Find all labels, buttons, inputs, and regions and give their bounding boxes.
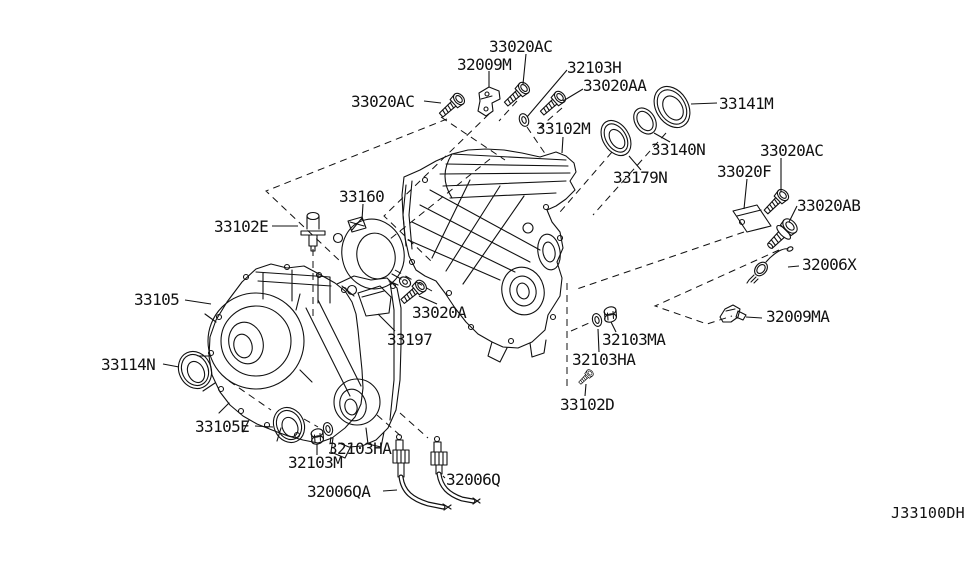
part-33197-plate-art bbox=[357, 285, 392, 317]
part-label-32006x[interactable]: 32006X bbox=[802, 255, 858, 274]
part-label-33197[interactable]: 33197 bbox=[387, 330, 433, 349]
part-label-33102d[interactable]: 33102D bbox=[560, 395, 615, 414]
label-leader-lines bbox=[162, 53, 800, 492]
part-33140n-ring-art bbox=[633, 107, 657, 135]
bolt-33020aa bbox=[537, 88, 569, 119]
part-label-32009m[interactable]: 32009M bbox=[457, 55, 512, 74]
part-label-33102m[interactable]: 33102M bbox=[536, 119, 591, 138]
part-label-33179n[interactable]: 33179N bbox=[613, 168, 668, 187]
part-33160-cover-art bbox=[332, 216, 412, 297]
part-label-33020f[interactable]: 33020F bbox=[717, 162, 772, 181]
rear-case-33102m-art bbox=[401, 148, 577, 363]
part-label-32103ha-bottom[interactable]: 32103HA bbox=[328, 439, 393, 458]
part-label-33105[interactable]: 33105 bbox=[134, 290, 180, 309]
diagram-code: J33100DH bbox=[891, 504, 965, 522]
part-33105e-seal-art bbox=[272, 406, 306, 444]
part-label-33140n[interactable]: 33140N bbox=[651, 140, 706, 159]
stud-33102d bbox=[576, 368, 595, 387]
part-32009m-bracket-art bbox=[477, 86, 501, 117]
bolt-33020ac-left bbox=[436, 90, 468, 121]
bolt-33020ac-top bbox=[501, 79, 533, 110]
part-label-32103h[interactable]: 32103H bbox=[567, 58, 622, 77]
part-32103ha-ring-right-art bbox=[591, 313, 603, 327]
alignment-dashed-lines bbox=[228, 100, 780, 439]
part-label-32006qa[interactable]: 32006QA bbox=[307, 482, 372, 501]
part-32103ha-ring-bottom-art bbox=[322, 422, 334, 436]
part-label-32006q[interactable]: 32006Q bbox=[446, 470, 501, 489]
part-label-33105e[interactable]: 33105E bbox=[195, 417, 250, 436]
part-label-33114n[interactable]: 33114N bbox=[101, 355, 156, 374]
part-label-33020aa[interactable]: 33020AA bbox=[583, 76, 648, 95]
part-label-33160[interactable]: 33160 bbox=[339, 187, 385, 206]
part-label-32103ha-right[interactable]: 32103HA bbox=[572, 350, 637, 369]
part-33179n-seal-art bbox=[600, 119, 632, 157]
part-32009ma-clip-art bbox=[719, 304, 747, 323]
part-label-32103ma[interactable]: 32103MA bbox=[602, 330, 667, 349]
part-33114n-seal-art bbox=[177, 350, 213, 390]
part-32006q-cable-art bbox=[430, 435, 481, 505]
part-label-33020ac-left[interactable]: 33020AC bbox=[351, 92, 415, 111]
part-32103h-washer-art bbox=[518, 113, 530, 127]
part-label-33020ab[interactable]: 33020AB bbox=[797, 196, 861, 215]
part-label-33020ac-top[interactable]: 33020AC bbox=[489, 37, 553, 56]
part-32006qa-cable-art bbox=[392, 433, 452, 511]
bolt-33020ac-right bbox=[760, 186, 792, 218]
part-label-32009ma[interactable]: 32009MA bbox=[766, 307, 831, 326]
part-32103m-nut-art bbox=[310, 428, 325, 445]
part-label-33141m[interactable]: 33141M bbox=[719, 94, 774, 113]
part-33141m-boot-art bbox=[653, 85, 691, 129]
part-32006x-switch-art bbox=[746, 246, 794, 284]
part-label-33102e[interactable]: 33102E bbox=[214, 217, 269, 236]
part-33102e-sensor-art bbox=[300, 211, 326, 252]
part-label-33020a[interactable]: 33020A bbox=[412, 303, 468, 322]
part-label-33020ac-right[interactable]: 33020AC bbox=[760, 141, 824, 160]
part-label-32103m[interactable]: 32103M bbox=[288, 453, 343, 472]
part-labels: 33020AC 32009M 32103H 33020AA 33020AC 33… bbox=[101, 37, 861, 501]
part-33020f-plate-art bbox=[732, 204, 772, 233]
part-32103ma-nut-art bbox=[603, 306, 618, 323]
